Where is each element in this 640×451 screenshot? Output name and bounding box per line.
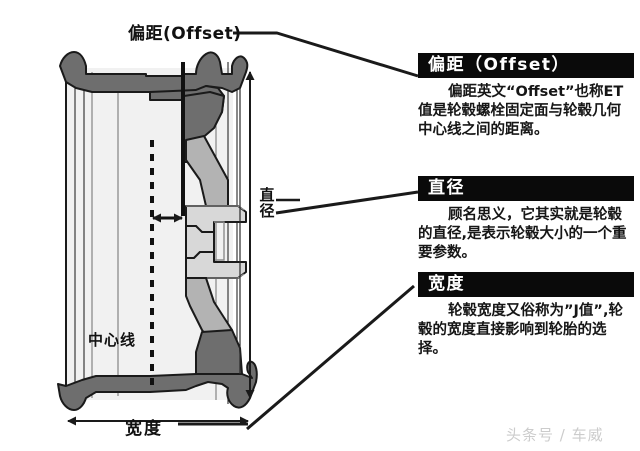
leader-line-offset <box>233 31 419 78</box>
leader-line-width <box>246 284 415 431</box>
diagram-label-diameter-char-2: 径 <box>259 201 275 220</box>
diagram-label-offset: 偏距(Offset) <box>128 24 242 44</box>
info-panel-offset-body: 偏距英文“Offset”也称ET值是轮毂螺栓固定面与轮毂几何中心线之间的距离。 <box>418 84 624 139</box>
diagram-label-width: 宽度 <box>125 419 163 439</box>
diagram-label-centerline: 中心线 <box>88 331 137 349</box>
wheel-upper-flange <box>59 51 249 93</box>
info-panel-width-title: 宽度 <box>418 272 634 297</box>
wheel-outline <box>65 82 241 386</box>
info-panel-offset-title: 偏距（Offset） <box>418 53 634 78</box>
info-panel-diameter-body: 顾名思义，它其实就是轮毂的直径,是表示轮毂大小的一个重要参数。 <box>418 207 627 262</box>
diagram-label-diameter: 直 径 <box>258 186 276 220</box>
info-panel-width-body: 轮毂宽度又俗称为”J值”,轮毂的宽度直接影响到轮胎的选择。 <box>418 303 623 358</box>
info-panel-offset: 偏距（Offset） 偏距英文“Offset”也称ET值是轮毂螺栓固定面与轮毂几… <box>418 53 634 140</box>
leader-line-diameter <box>275 190 419 215</box>
watermark-text: 头条号 / 车威 <box>506 426 604 444</box>
info-panel-diameter: 直径 顾名思义，它其实就是轮毂的直径,是表示轮毂大小的一个重要参数。 <box>418 176 634 263</box>
diagram-label-diameter-char-1: 直 <box>259 186 275 204</box>
info-panel-diameter-title: 直径 <box>418 176 634 201</box>
offset-indicator <box>152 62 185 223</box>
wheel-lower-spoke-root <box>195 329 243 375</box>
info-panel-width: 宽度 轮毂宽度又俗称为”J值”,轮毂的宽度直接影响到轮胎的选择。 <box>418 272 634 359</box>
